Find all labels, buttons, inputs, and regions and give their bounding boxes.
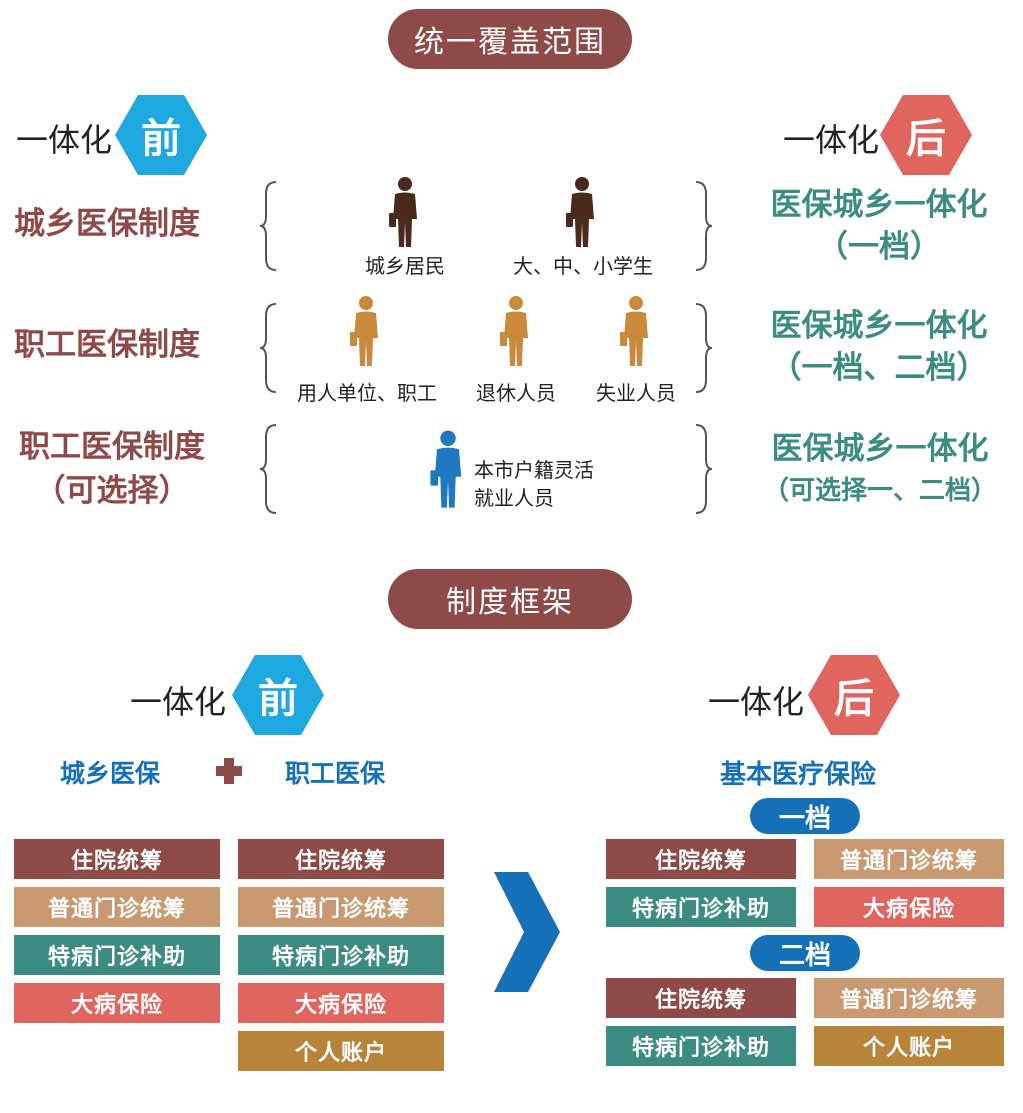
person-icon	[389, 177, 417, 247]
tier2-item: 普通门诊统筹	[814, 978, 1004, 1018]
row3-right-label: 医保城乡一体化 （可选择一、二档）	[762, 431, 997, 506]
tier1-badge: 一档	[750, 798, 860, 834]
tier2-badge: 二档	[750, 935, 860, 971]
right-brace	[695, 181, 713, 271]
row2-left-label: 职工医保制度	[14, 327, 200, 363]
col-b-item: 住院统筹	[238, 839, 444, 879]
col-a-item: 特病门诊补助	[14, 935, 220, 975]
col-b-item: 个人账户	[238, 1031, 444, 1071]
col-a-item: 大病保险	[14, 983, 220, 1023]
person-caption: 失业人员	[596, 381, 676, 405]
section-title-framework: 制度框架	[388, 569, 632, 629]
tier1-item: 大病保险	[814, 887, 1004, 927]
col-b-item: 大病保险	[238, 983, 444, 1023]
person-caption: 用人单位、职工	[297, 381, 437, 405]
plus-icon	[216, 758, 242, 784]
person-caption: 城乡居民	[365, 254, 445, 278]
tier1-item: 特病门诊补助	[606, 887, 796, 927]
person-icon	[430, 430, 462, 508]
tier2-item: 住院统筹	[606, 978, 796, 1018]
person-caption: 大、中、小学生	[513, 254, 653, 278]
right-brace	[695, 303, 713, 393]
left-brace	[259, 303, 277, 393]
before-label: 一体化	[16, 121, 113, 159]
arrow-right-icon	[494, 872, 560, 992]
col-b-title: 职工医保	[285, 759, 386, 788]
after-hex-badge: 后	[808, 655, 900, 735]
col-a-item: 普通门诊统筹	[14, 887, 220, 927]
row1-right-label: 医保城乡一体化 （一档）	[770, 187, 988, 265]
tier1-item: 住院统筹	[606, 839, 796, 879]
after-label: 一体化	[783, 121, 880, 159]
col-a-item: 住院统筹	[14, 839, 220, 879]
left-brace	[259, 424, 277, 514]
col-a-title: 城乡医保	[60, 759, 161, 788]
col-b-item: 特病门诊补助	[238, 935, 444, 975]
person-icon	[620, 296, 648, 366]
col-b-item: 普通门诊统筹	[238, 887, 444, 927]
left-brace	[259, 181, 277, 271]
after-label: 一体化	[708, 683, 805, 721]
row3-left-label: 职工医保制度 （可选择）	[19, 429, 205, 509]
tier2-item: 特病门诊补助	[606, 1026, 796, 1066]
before-label: 一体化	[130, 683, 227, 721]
before-hex-badge: 前	[232, 655, 324, 735]
before-hex-badge: 前	[115, 95, 207, 175]
row2-right-label: 医保城乡一体化 （一档、二档）	[770, 308, 988, 386]
section-title-coverage: 统一覆盖范围	[388, 9, 632, 69]
person-caption: 退休人员	[476, 381, 556, 405]
after-hex-badge: 后	[880, 95, 972, 175]
after-title: 基本医疗保险	[720, 760, 877, 790]
person-caption: 本市户籍灵活 就业人员	[474, 458, 594, 510]
person-icon	[566, 177, 594, 247]
person-icon	[350, 296, 378, 366]
row1-left-label: 城乡医保制度	[14, 206, 200, 242]
person-icon	[500, 296, 528, 366]
tier1-item: 普通门诊统筹	[814, 839, 1004, 879]
right-brace	[695, 424, 713, 514]
tier2-item: 个人账户	[814, 1026, 1004, 1066]
